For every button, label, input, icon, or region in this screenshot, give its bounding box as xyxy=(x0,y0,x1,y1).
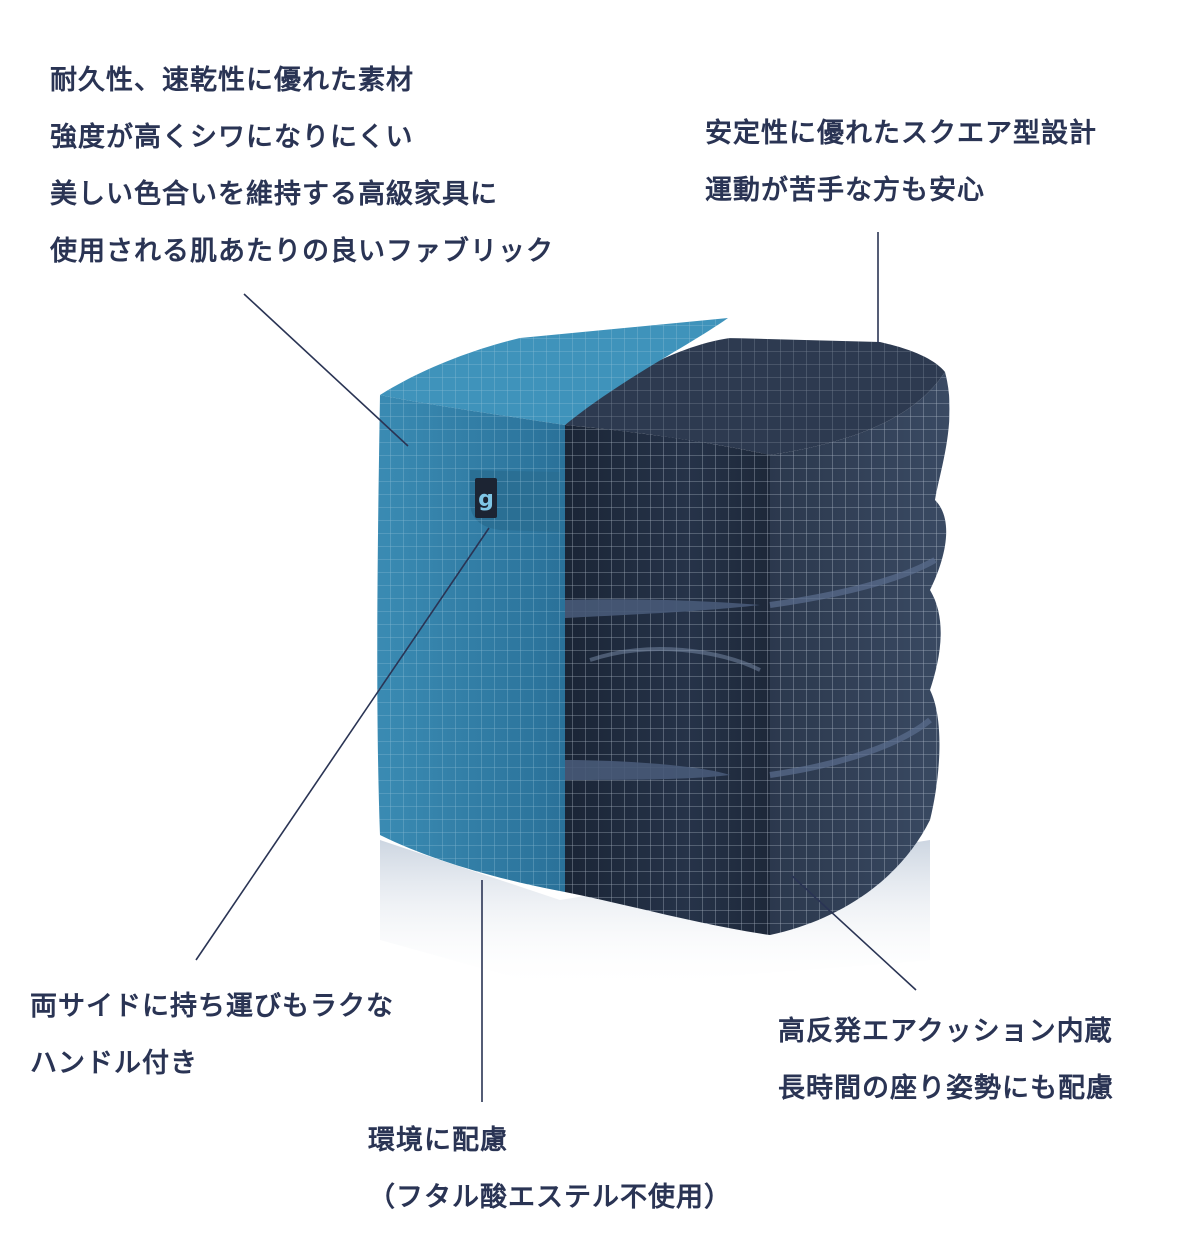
callout-eco-line-2: （フタル酸エステル不使用） xyxy=(368,1182,732,1213)
brand-logo-tag xyxy=(475,478,497,518)
callout-handle-line-2: ハンドル付き xyxy=(30,1048,198,1079)
callout-handle-line-1: 両サイドに持ち運びもラクな xyxy=(30,991,394,1022)
callout-shape-line-2: 運動が苦手な方も安心 xyxy=(705,175,985,206)
leader-line-handle xyxy=(195,527,490,961)
callout-fabric-line-4: 使用される肌あたりの良いファブリック xyxy=(50,236,554,267)
callout-eco-line-1: 環境に配慮 xyxy=(368,1125,508,1156)
leader-line-fabric xyxy=(243,293,409,447)
callout-shape-line-1: 安定性に優れたスクエア型設計 xyxy=(705,118,1097,149)
callout-handle: 両サイドに持ち運びもラクな ハンドル付き xyxy=(30,978,394,1092)
callout-fabric-line-1: 耐久性、速乾性に優れた素材 xyxy=(50,65,414,96)
leader-lines xyxy=(195,232,917,1102)
brand-logo-icon: g xyxy=(478,487,494,512)
callout-fabric-line-3: 美しい色合いを維持する高級家具に xyxy=(50,179,498,210)
leader-line-cushion xyxy=(791,875,917,991)
callout-eco: 環境に配慮 （フタル酸エステル不使用） xyxy=(368,1112,732,1226)
callout-fabric-line-2: 強度が高くシワになりにくい xyxy=(50,122,414,153)
callout-fabric: 耐久性、速乾性に優れた素材 強度が高くシワになりにくい 美しい色合いを維持する高… xyxy=(50,52,554,280)
callout-cushion-line-2: 長時間の座り姿勢にも配慮 xyxy=(778,1073,1114,1104)
callout-cushion: 高反発エアクッション内蔵 長時間の座り姿勢にも配慮 xyxy=(778,1003,1114,1117)
callout-cushion-line-1: 高反発エアクッション内蔵 xyxy=(778,1016,1113,1047)
callout-shape: 安定性に優れたスクエア型設計 運動が苦手な方も安心 xyxy=(705,105,1097,219)
